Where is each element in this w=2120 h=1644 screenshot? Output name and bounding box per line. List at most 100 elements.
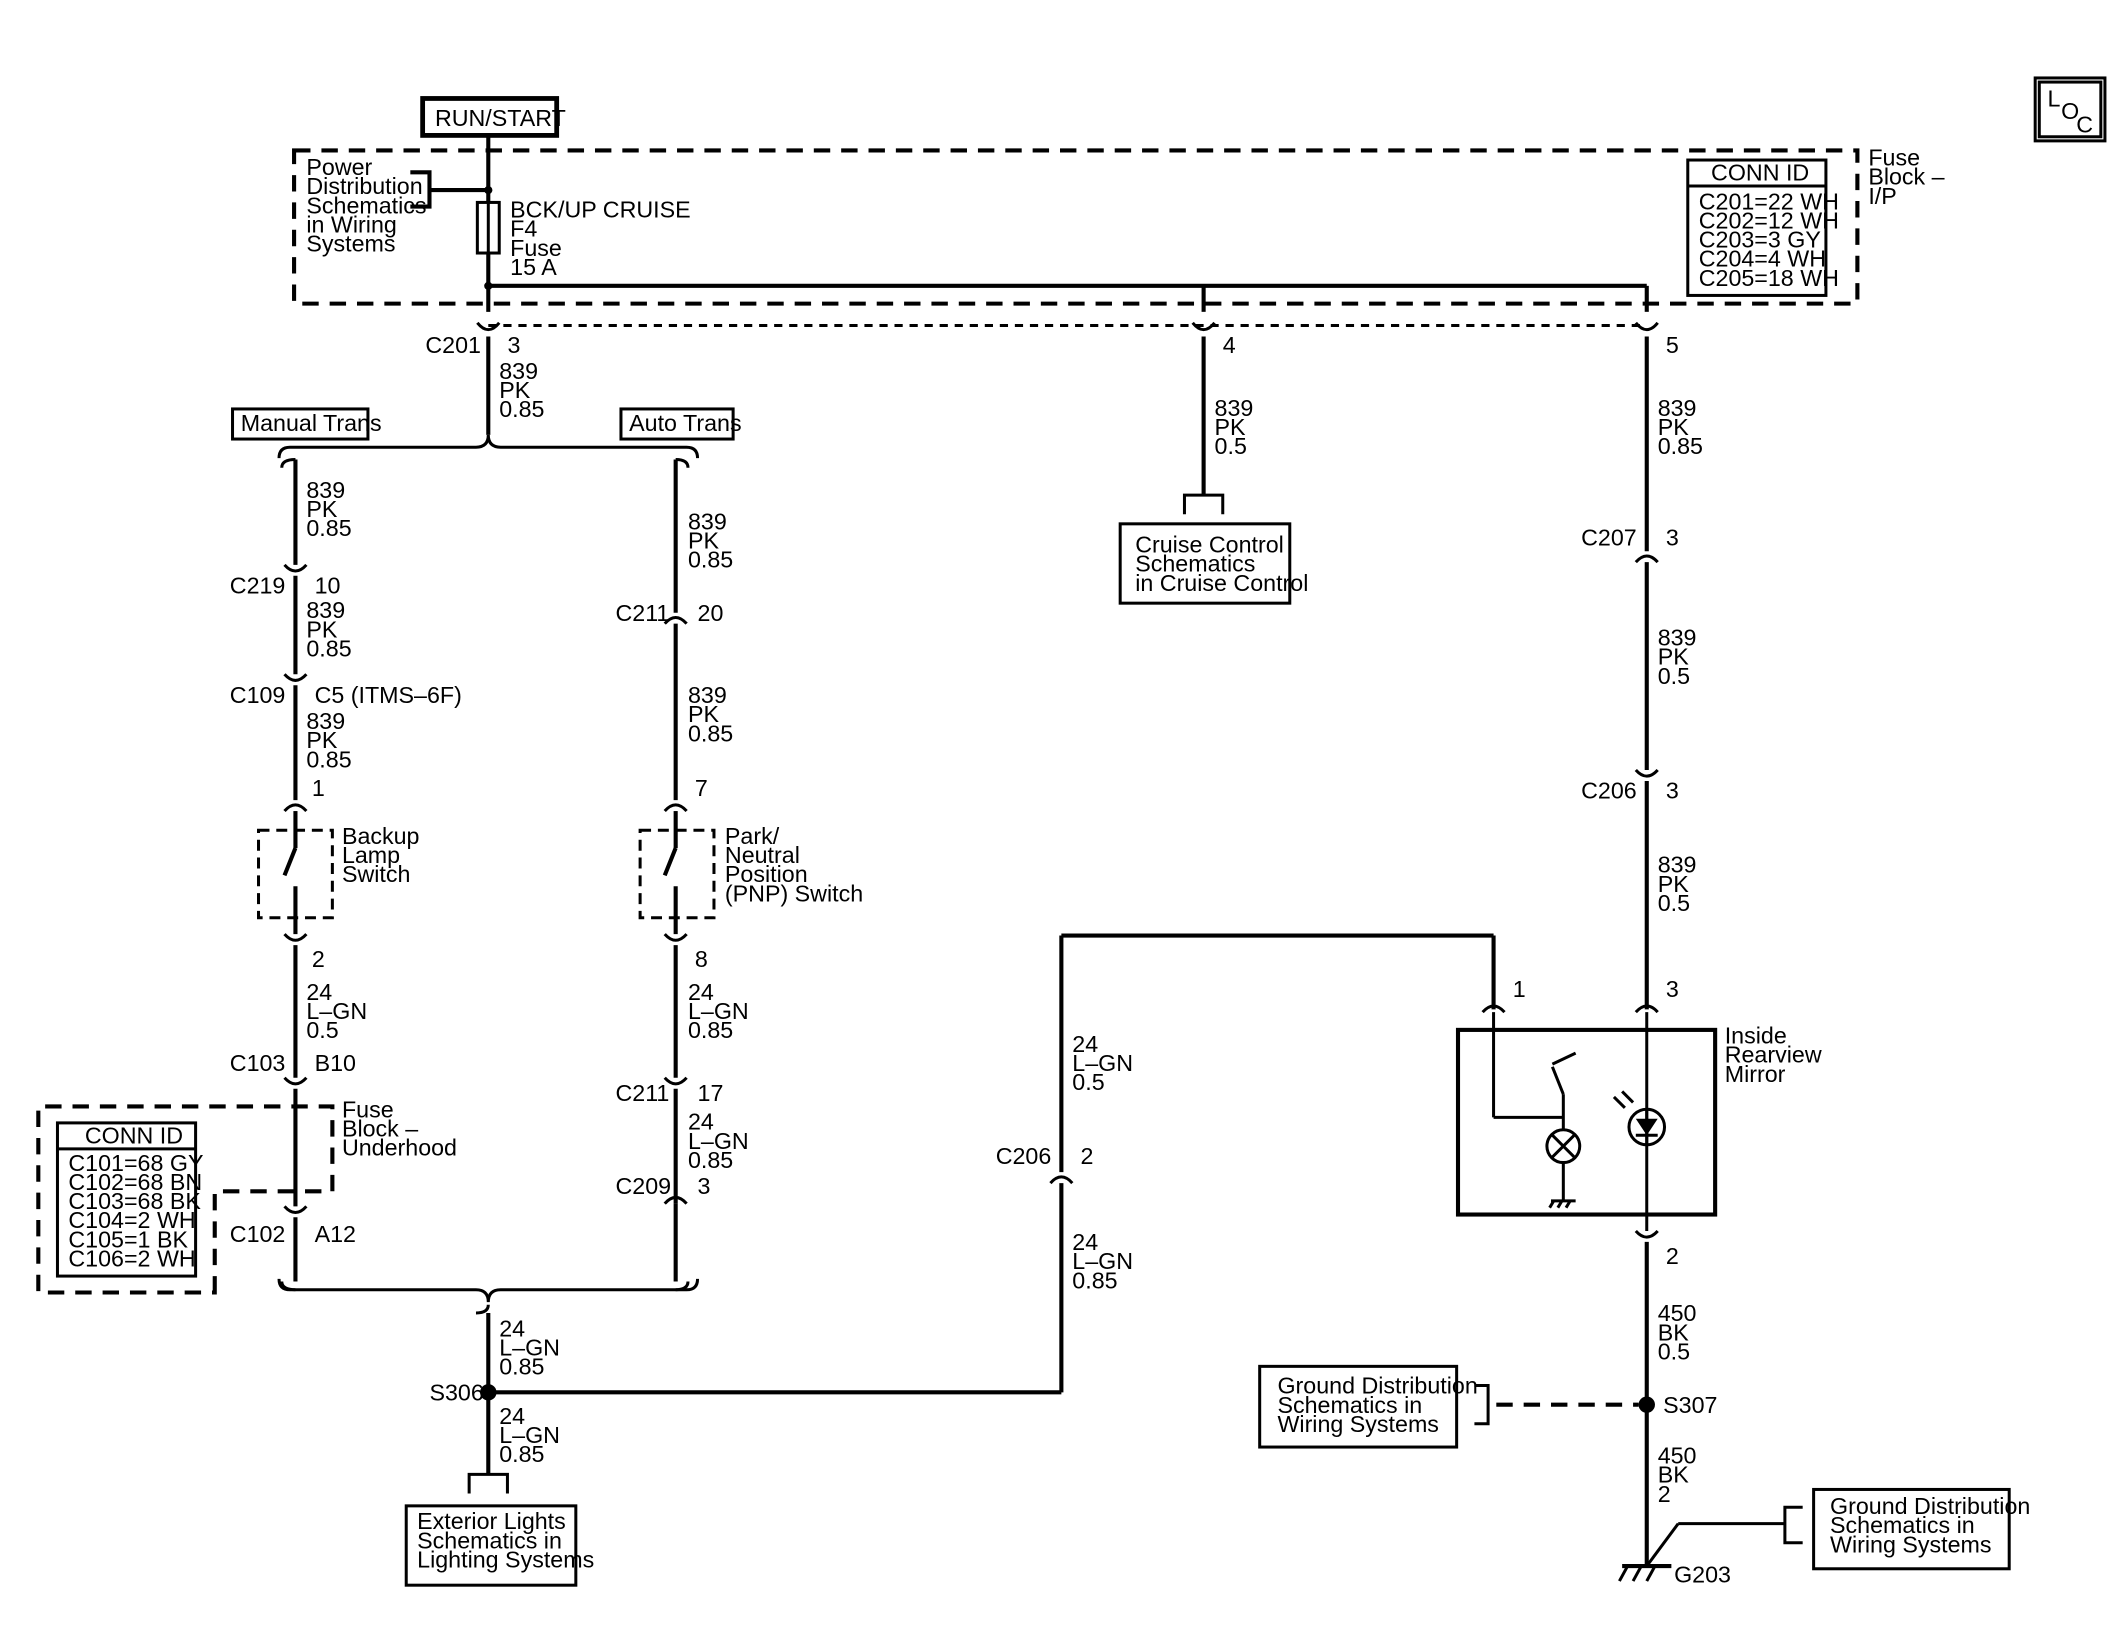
svg-text:Schematics in: Schematics in <box>417 1527 562 1553</box>
svg-text:24: 24 <box>499 1315 525 1341</box>
mirror-feed: 839 PK 0.85 C207 3 839 PK 0.5 C206 3 839… <box>1581 336 1703 1010</box>
svg-text:Fuse: Fuse <box>510 235 562 261</box>
svg-text:839: 839 <box>499 358 538 384</box>
svg-text:2: 2 <box>1666 1243 1679 1269</box>
svg-text:839: 839 <box>688 682 727 708</box>
svg-text:Schematics: Schematics <box>1135 551 1255 577</box>
svg-text:Fuse: Fuse <box>1868 144 1920 170</box>
svg-text:450: 450 <box>1658 1300 1697 1326</box>
svg-text:Distribution: Distribution <box>306 173 422 199</box>
svg-text:CONN ID: CONN ID <box>85 1122 183 1148</box>
svg-text:C102=68 BN: C102=68 BN <box>68 1169 202 1195</box>
svg-text:Exterior Lights: Exterior Lights <box>417 1508 566 1534</box>
svg-text:C209: C209 <box>615 1173 671 1199</box>
svg-text:PK: PK <box>306 727 338 753</box>
svg-text:C201=22 WH: C201=22 WH <box>1699 188 1839 214</box>
svg-text:24: 24 <box>1072 1031 1098 1057</box>
svg-text:C204=4 WH: C204=4 WH <box>1699 246 1826 272</box>
svg-text:3: 3 <box>698 1173 711 1199</box>
svg-text:C205=18 WH: C205=18 WH <box>1699 265 1839 291</box>
svg-text:0.85: 0.85 <box>499 1441 544 1467</box>
svg-text:CONN ID: CONN ID <box>1711 160 1809 186</box>
svg-text:Position: Position <box>725 861 808 887</box>
svg-text:0.85: 0.85 <box>688 1147 733 1173</box>
svg-text:0.5: 0.5 <box>1658 1339 1690 1365</box>
svg-text:C206: C206 <box>1581 778 1637 804</box>
svg-text:Cruise Control: Cruise Control <box>1135 532 1284 558</box>
svg-text:450: 450 <box>1658 1442 1697 1468</box>
svg-text:BCK/UP CRUISE: BCK/UP CRUISE <box>510 196 690 222</box>
svg-text:L–GN: L–GN <box>499 1422 560 1448</box>
svg-text:BK: BK <box>1658 1319 1690 1345</box>
svg-text:C207: C207 <box>1581 525 1637 551</box>
svg-text:Neutral: Neutral <box>725 842 800 868</box>
svg-text:O: O <box>2061 98 2079 124</box>
svg-text:4: 4 <box>1223 332 1236 358</box>
svg-text:0.5: 0.5 <box>1215 433 1247 459</box>
svg-text:PK: PK <box>306 496 338 522</box>
svg-text:839: 839 <box>688 508 727 534</box>
inside-rearview-mirror: 1 3 Inside Rearview Mirror 2 <box>1455 976 1822 1269</box>
svg-text:Manual Trans: Manual Trans <box>241 410 382 436</box>
svg-text:PK: PK <box>688 527 720 553</box>
fuse-block-ip-label: Fuse Block – I/P <box>1868 144 1944 208</box>
svg-text:L–GN: L–GN <box>1072 1050 1133 1076</box>
svg-text:15 A: 15 A <box>510 254 557 280</box>
svg-text:0.85: 0.85 <box>499 1354 544 1380</box>
svg-text:Switch: Switch <box>342 861 410 887</box>
svg-text:C202=12 WH: C202=12 WH <box>1699 207 1839 233</box>
svg-text:Ground Distribution: Ground Distribution <box>1830 1493 2030 1519</box>
conn-id-table-underhood: CONN ID C101=68 GY C102=68 BN C103=68 BK… <box>55 1121 203 1278</box>
svg-text:L–GN: L–GN <box>688 998 749 1024</box>
splice-s306: 24 L–GN 0.85 S306 24 L–GN 0.85 <box>429 1304 1062 1494</box>
connector-c201: C201 3 4 5 <box>425 321 1679 358</box>
svg-text:A12: A12 <box>315 1221 356 1247</box>
svg-text:L–GN: L–GN <box>499 1334 560 1360</box>
mirror-dimming-wire: C206 2 24 L–GN 0.5 24 L–GN 0.85 <box>996 933 1496 1393</box>
svg-text:0.5: 0.5 <box>1658 890 1690 916</box>
svg-text:PK: PK <box>1658 414 1690 440</box>
svg-text:PK: PK <box>1215 414 1247 440</box>
svg-text:3: 3 <box>507 332 520 358</box>
svg-text:3: 3 <box>1666 525 1679 551</box>
svg-text:Backup: Backup <box>342 823 420 849</box>
svg-text:C109: C109 <box>230 682 286 708</box>
svg-text:24: 24 <box>1072 1229 1098 1255</box>
svg-text:0.5: 0.5 <box>306 1017 338 1043</box>
svg-text:3: 3 <box>1666 976 1679 1002</box>
svg-text:I/P: I/P <box>1868 183 1896 209</box>
svg-text:0.85: 0.85 <box>688 720 733 746</box>
svg-text:839: 839 <box>306 477 345 503</box>
svg-text:Mirror: Mirror <box>1725 1061 1786 1087</box>
svg-text:S306: S306 <box>429 1380 483 1406</box>
svg-text:C104=2 WH: C104=2 WH <box>68 1207 195 1233</box>
svg-text:Block –: Block – <box>342 1116 418 1142</box>
svg-text:24: 24 <box>499 1403 525 1429</box>
svg-text:PK: PK <box>688 701 720 727</box>
svg-text:24: 24 <box>688 979 714 1005</box>
svg-text:C105=1 BK: C105=1 BK <box>68 1226 188 1252</box>
svg-text:L–GN: L–GN <box>1072 1248 1133 1274</box>
svg-text:0.85: 0.85 <box>499 396 544 422</box>
svg-text:C201: C201 <box>425 332 481 358</box>
wire-label-c201: 839 PK 0.85 <box>499 358 544 422</box>
svg-text:C103: C103 <box>230 1050 286 1076</box>
svg-text:L–GN: L–GN <box>688 1128 749 1154</box>
svg-text:C219: C219 <box>230 573 286 599</box>
cruise-branch: 839 PK 0.5 Cruise Control Schematics in … <box>1118 336 1308 605</box>
svg-text:24: 24 <box>688 1109 714 1135</box>
svg-text:L: L <box>2047 86 2060 112</box>
svg-text:RUN/START: RUN/START <box>435 105 566 131</box>
svg-text:Power: Power <box>306 154 372 180</box>
power-distribution-ref: Power Distribution Schematics in Wiring … <box>306 154 489 257</box>
svg-text:F4: F4 <box>510 216 537 242</box>
svg-text:C106=2 WH: C106=2 WH <box>68 1246 195 1272</box>
svg-text:C103=68 BK: C103=68 BK <box>68 1188 201 1214</box>
svg-text:C5 (ITMS–6F): C5 (ITMS–6F) <box>315 682 462 708</box>
svg-text:C211: C211 <box>615 1080 669 1106</box>
svg-text:2: 2 <box>1081 1143 1094 1169</box>
svg-text:Lighting Systems: Lighting Systems <box>417 1546 594 1572</box>
svg-text:C211: C211 <box>615 600 669 626</box>
auto-branch: 839 PK 0.85 C211 20 839 PK 0.85 7 8 Park… <box>615 458 863 1292</box>
svg-text:839: 839 <box>1215 395 1254 421</box>
